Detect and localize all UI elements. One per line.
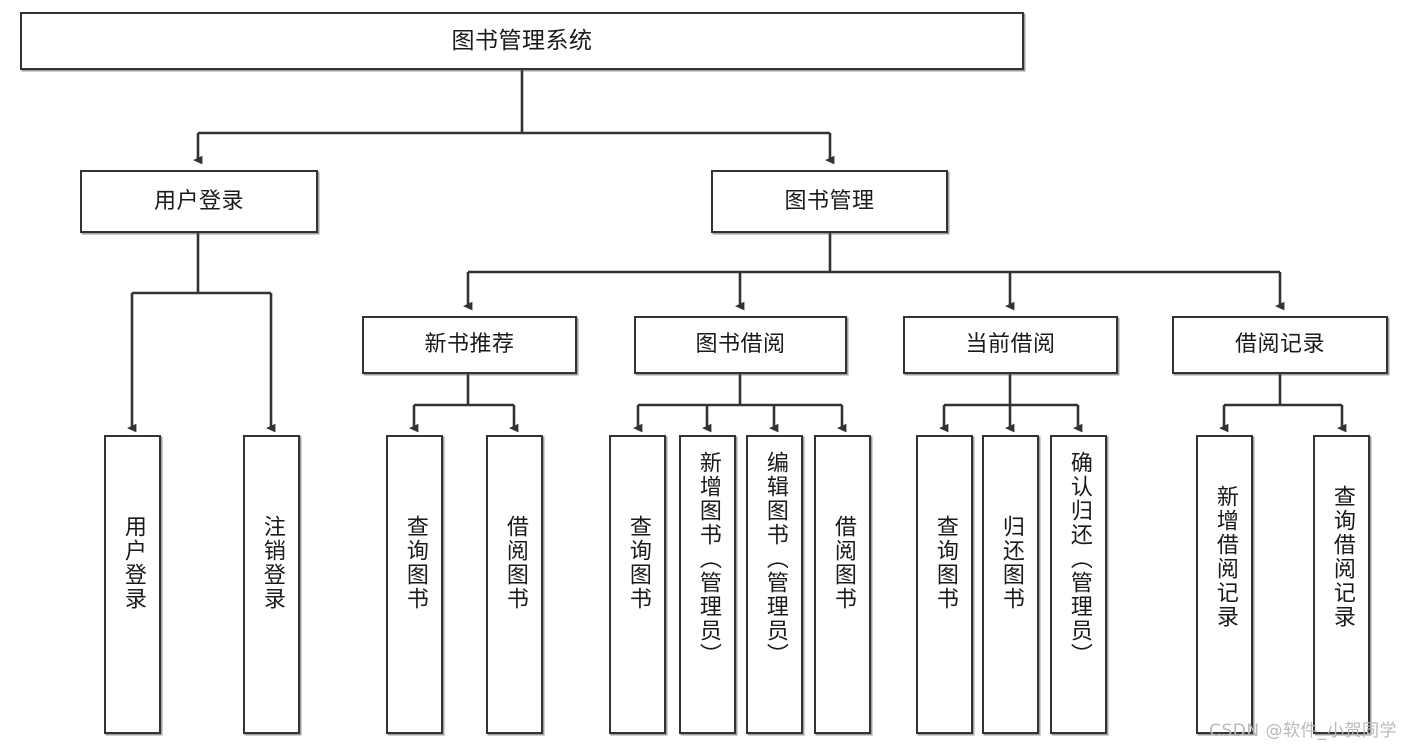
node-label: 借阅图书: [830, 515, 856, 611]
node-borrow-record[interactable]: 借阅记录: [1172, 316, 1388, 374]
node-book-management[interactable]: 图书管理: [711, 170, 948, 233]
leaf-borrow-book-recommend[interactable]: 借阅图书: [486, 435, 543, 734]
node-label: 用户登录: [120, 515, 146, 611]
leaf-logout-login[interactable]: 注销登录: [243, 435, 300, 734]
node-label: 当前借阅: [965, 332, 1056, 358]
node-label: 新书推荐: [424, 332, 515, 358]
node-label: 查询图书: [932, 515, 958, 611]
node-label: 查询借阅记录: [1329, 485, 1355, 629]
node-label: 新增图书（管理员）: [695, 451, 721, 667]
leaf-user-login[interactable]: 用户登录: [104, 435, 161, 734]
leaf-query-book-current[interactable]: 查询图书: [916, 435, 973, 734]
node-label: 图书借阅: [695, 332, 786, 358]
node-label: 借阅图书: [502, 515, 528, 611]
node-label: 注销登录: [259, 515, 285, 611]
leaf-query-book-recommend[interactable]: 查询图书: [386, 435, 443, 734]
leaf-add-book-admin[interactable]: 新增图书（管理员）: [679, 435, 736, 734]
node-user-login[interactable]: 用户登录: [80, 170, 318, 233]
leaf-add-borrow-record[interactable]: 新增借阅记录: [1196, 435, 1253, 734]
node-label: 归还图书: [998, 515, 1024, 611]
leaf-confirm-return-admin[interactable]: 确认归还（管理员）: [1050, 435, 1107, 734]
node-label: 新增借阅记录: [1212, 485, 1238, 629]
leaf-borrow-book[interactable]: 借阅图书: [814, 435, 871, 734]
node-label: 查询图书: [625, 515, 651, 611]
csdn-watermark: CSDN @软件_小贺同学: [1209, 721, 1397, 741]
leaf-edit-book-admin[interactable]: 编辑图书（管理员）: [746, 435, 803, 734]
node-label: 确认归还（管理员）: [1066, 451, 1092, 667]
node-label: 用户登录: [153, 188, 244, 214]
node-label: 图书管理系统: [451, 27, 593, 54]
node-label: 查询图书: [402, 515, 428, 611]
leaf-return-book[interactable]: 归还图书: [982, 435, 1039, 734]
leaf-query-book-borrow[interactable]: 查询图书: [609, 435, 666, 734]
node-book-borrow[interactable]: 图书借阅: [634, 316, 847, 374]
node-current-borrow[interactable]: 当前借阅: [903, 316, 1118, 374]
node-label: 图书管理: [784, 188, 875, 214]
node-label: 编辑图书（管理员）: [762, 451, 788, 667]
leaf-query-borrow-record[interactable]: 查询借阅记录: [1313, 435, 1370, 734]
node-root-book-management-system[interactable]: 图书管理系统: [20, 12, 1024, 70]
node-label: 借阅记录: [1234, 332, 1325, 358]
node-new-book-recommend[interactable]: 新书推荐: [362, 316, 577, 374]
